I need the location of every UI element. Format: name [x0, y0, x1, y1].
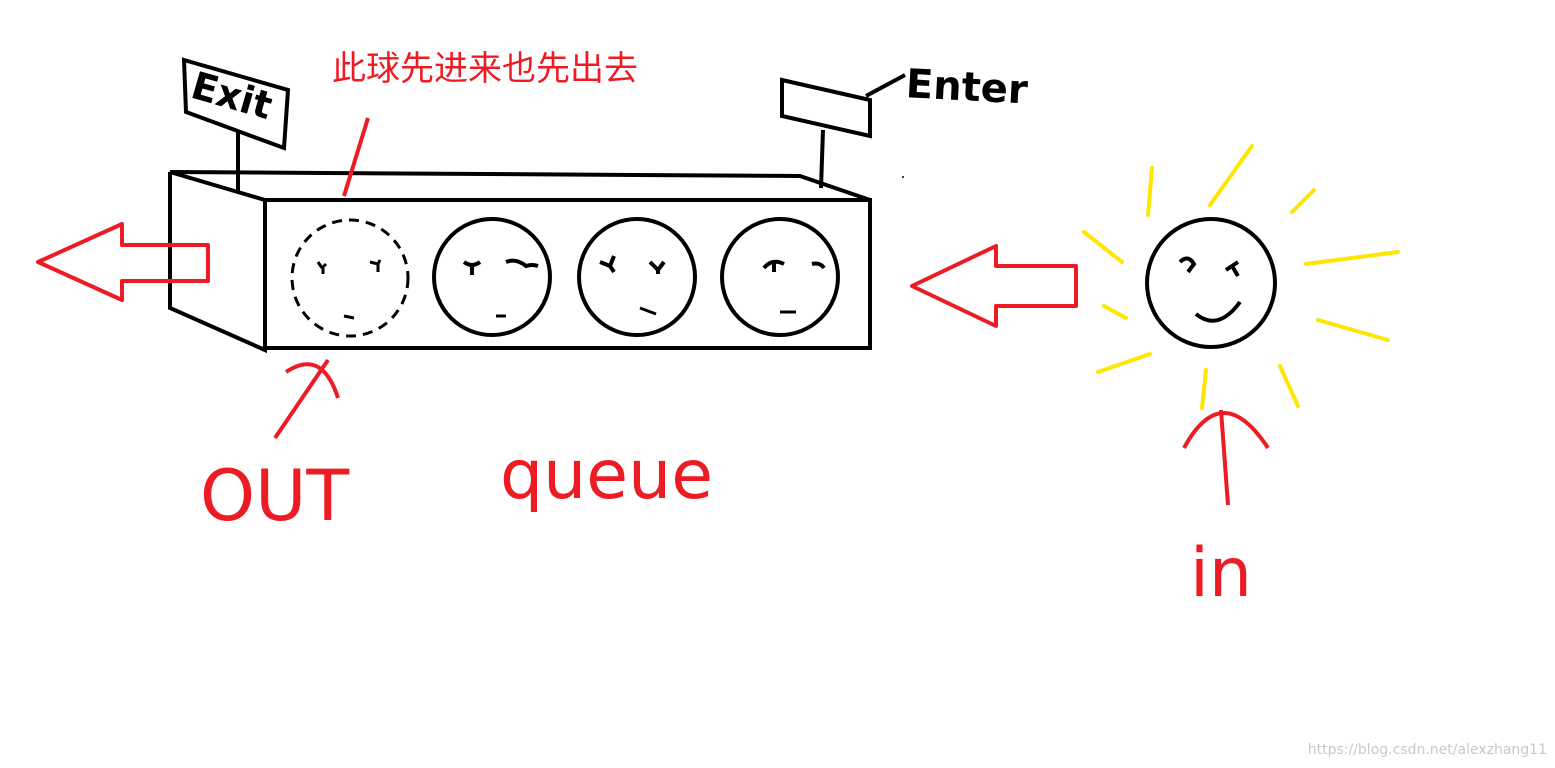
queue-tube — [168, 170, 872, 354]
queue-label: queue — [500, 436, 713, 515]
sun-face — [1145, 217, 1277, 349]
ball-3 — [577, 217, 697, 337]
in-label: in — [1190, 534, 1252, 613]
incoming-sun — [1082, 144, 1400, 410]
out-arrow — [36, 222, 210, 302]
in-pointer — [1182, 409, 1270, 506]
enter-sign: Enter — [780, 61, 1029, 189]
enter-sign-label: Enter — [905, 61, 1029, 113]
ball-2 — [432, 217, 552, 337]
out-label: OUT — [200, 455, 349, 537]
annotation-pointer — [342, 117, 370, 197]
tube-front-face — [263, 198, 872, 350]
tube-top-edge — [169, 170, 871, 202]
annotation-text: 此球先进来也先出去 — [332, 49, 638, 89]
out-pointer — [273, 358, 340, 440]
ball-4 — [720, 217, 840, 337]
ball-exiting — [290, 218, 410, 338]
in-arrow — [910, 244, 1078, 328]
tube-left-face — [168, 172, 267, 354]
sun-rays — [1082, 144, 1400, 410]
watermark: https://blog.csdn.net/alexzhang11 — [1307, 742, 1547, 758]
